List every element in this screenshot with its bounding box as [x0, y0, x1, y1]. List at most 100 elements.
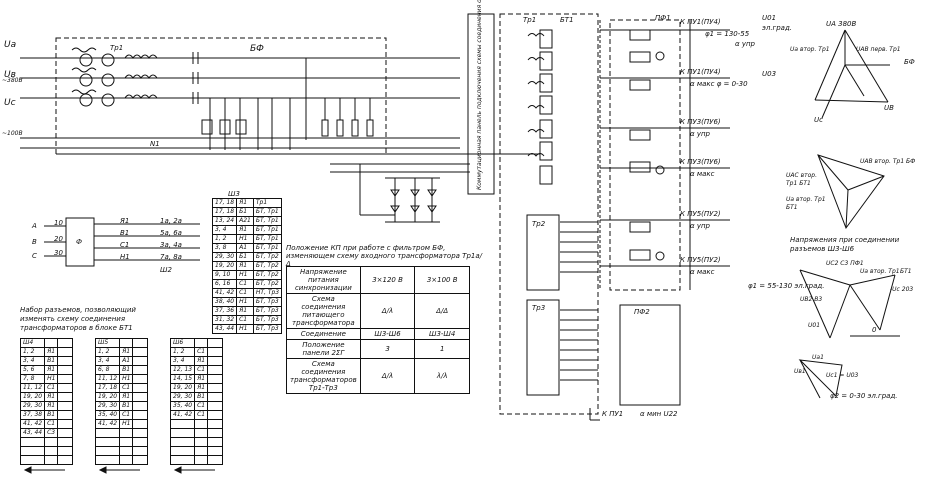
vec-ua380: UA 380В: [826, 20, 857, 28]
output-1-label: К ПУ1(ПУ4): [680, 18, 721, 26]
table-row: [169, 419, 224, 429]
table-cell: [132, 437, 149, 447]
output-3-value: α упр: [690, 130, 711, 138]
table-cell: [57, 437, 74, 447]
table-cell: [169, 455, 196, 465]
tr3-box: [526, 299, 560, 396]
output-5-label: К ПУ5(ПУ2): [680, 210, 721, 218]
table-cell: 17, 18: [211, 207, 238, 217]
uc-label: Uс: [4, 98, 16, 108]
table-cell: [132, 338, 149, 348]
pf2-label: ПФ2: [634, 308, 650, 316]
table-row: [94, 437, 149, 447]
table-cell: 35, 40: [169, 401, 196, 411]
table-cell: 29, 30: [169, 392, 196, 402]
direction-arrows: [23, 466, 215, 474]
vec-uy1: Uа1: [812, 354, 824, 361]
mode-title: Положение КП при работе с фильтром БФ, и…: [286, 244, 482, 268]
table-cell: [57, 410, 74, 420]
output-7-value: α мин U22: [640, 410, 678, 418]
phase-pin-10: 10: [54, 219, 63, 227]
table-cell: С1: [194, 365, 209, 375]
vec-uc1: Uc1 = U03: [826, 372, 859, 379]
table-cell: [207, 446, 224, 456]
tr1-label: Тр1: [110, 44, 124, 52]
table-cell: А1: [236, 243, 254, 253]
table-cell: 29, 30: [19, 401, 46, 411]
table-cell: Н1: [236, 234, 254, 244]
table-cell: [44, 338, 59, 348]
table-cell: [57, 446, 74, 456]
table-cell: [207, 374, 224, 384]
tr2-label: Тр2: [532, 220, 546, 228]
vec-ub: UB: [884, 104, 894, 112]
vec-phi1: φ1 = 55-130 эл.град.: [748, 282, 825, 290]
table-cell: [132, 356, 149, 366]
mode-cell: Δ/λ: [359, 358, 416, 394]
table-cell: [207, 365, 224, 375]
vec-ub1: Uв1: [794, 368, 806, 375]
phase-out-1: Я1: [120, 217, 130, 225]
vec-bf: БФ: [904, 58, 915, 66]
table-cell: Н1: [44, 374, 59, 384]
table-cell: 6, 8: [94, 365, 121, 375]
vec-uab2: UАВ втор. Тр1 БФ: [860, 158, 916, 165]
output-4-label: К ПУ3(ПУ6): [680, 158, 721, 166]
table-cell: [132, 383, 149, 393]
vec-uac: UAC втор. Тр1 БТ1: [786, 172, 818, 187]
table-cell: Я1: [194, 356, 209, 366]
output-4-value: α макс: [690, 170, 715, 178]
mode-cell: λ/λ: [414, 358, 470, 394]
vector-diagram-4: [798, 359, 843, 399]
ua-label: Uа: [4, 40, 17, 50]
table-cell: 35, 40: [94, 410, 121, 420]
pf1-filter-network: [629, 29, 665, 261]
table-cell: [94, 455, 121, 465]
table-cell: С1: [236, 288, 254, 298]
vector-diagram-2: [817, 154, 885, 230]
output-2-value: α макс φ = 0-30: [690, 80, 748, 88]
table-cell: [132, 374, 149, 384]
table-cell: [57, 338, 74, 348]
table-cell: С1: [236, 315, 254, 325]
phase-out-4: Н1: [120, 253, 130, 261]
n1-label: N1: [150, 140, 160, 148]
vector-diagram-1: [814, 29, 890, 119]
table-cell: [132, 419, 149, 429]
lower-capacitors: [201, 119, 247, 135]
connector-note: Набор разъемов, позволяющий изменять схе…: [20, 306, 136, 332]
vec-uab: UAВ перв. Тр1: [856, 46, 901, 53]
table-cell: С3: [44, 428, 59, 438]
table-cell: С1: [194, 347, 209, 357]
table-cell: 6, 16: [211, 279, 238, 289]
phase-b-label: В: [32, 238, 37, 246]
table-cell: БТ, Тр1: [252, 243, 283, 253]
table-cell: 38, 40: [211, 297, 238, 307]
choke-dr1: [124, 54, 158, 99]
phase-pins2-4: 7а, 8а: [160, 253, 182, 261]
table-row: [169, 446, 224, 456]
table-row: [94, 446, 149, 456]
table-cell: 3, 4: [211, 225, 238, 235]
table-cell: С1: [194, 410, 209, 420]
table-cell: Б1: [236, 207, 254, 217]
table-cell: [207, 455, 224, 465]
